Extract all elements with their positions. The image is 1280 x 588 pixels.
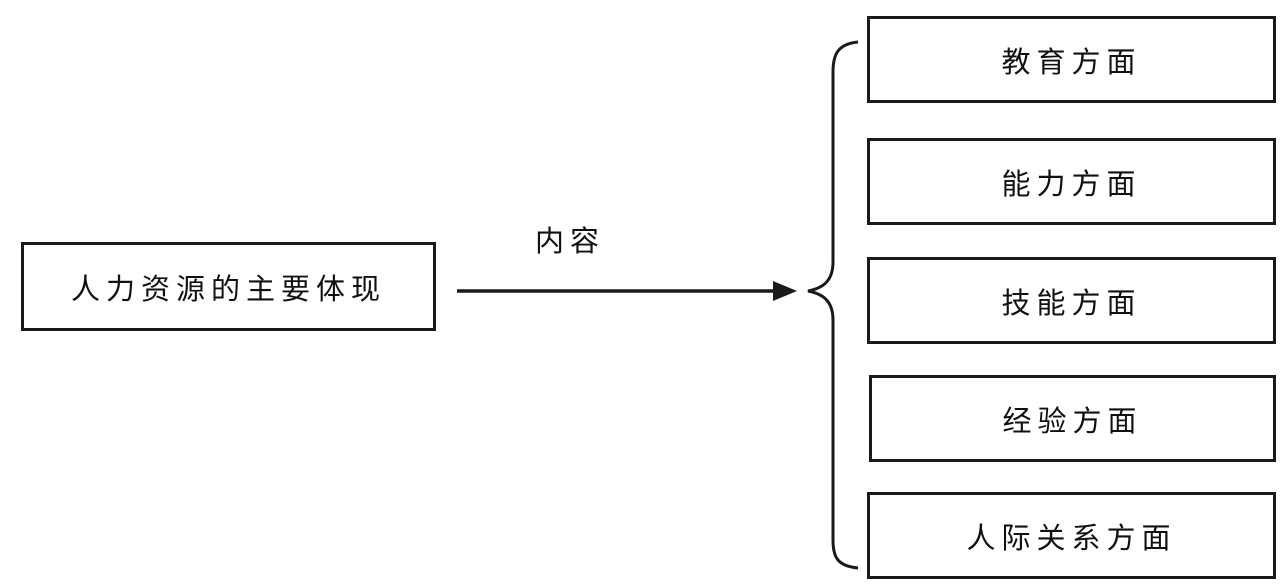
target-node-label: 人际关系方面 xyxy=(966,520,1177,555)
target-node-label: 经验方面 xyxy=(1002,403,1143,438)
target-node: 技能方面 xyxy=(867,257,1276,344)
edge-label: 内容 xyxy=(535,224,606,258)
target-node: 教育方面 xyxy=(867,16,1276,103)
target-node-label: 技能方面 xyxy=(1001,285,1142,320)
target-node-label: 教育方面 xyxy=(1001,44,1142,79)
curly-brace xyxy=(807,40,859,570)
target-node: 人际关系方面 xyxy=(867,492,1276,579)
target-node: 能力方面 xyxy=(867,138,1276,225)
target-node-label: 能力方面 xyxy=(1001,166,1142,201)
source-node: 人力资源的主要体现 xyxy=(21,242,436,331)
source-node-label: 人力资源的主要体现 xyxy=(70,271,386,306)
arrow-head xyxy=(773,281,797,301)
target-node: 经验方面 xyxy=(869,375,1276,462)
